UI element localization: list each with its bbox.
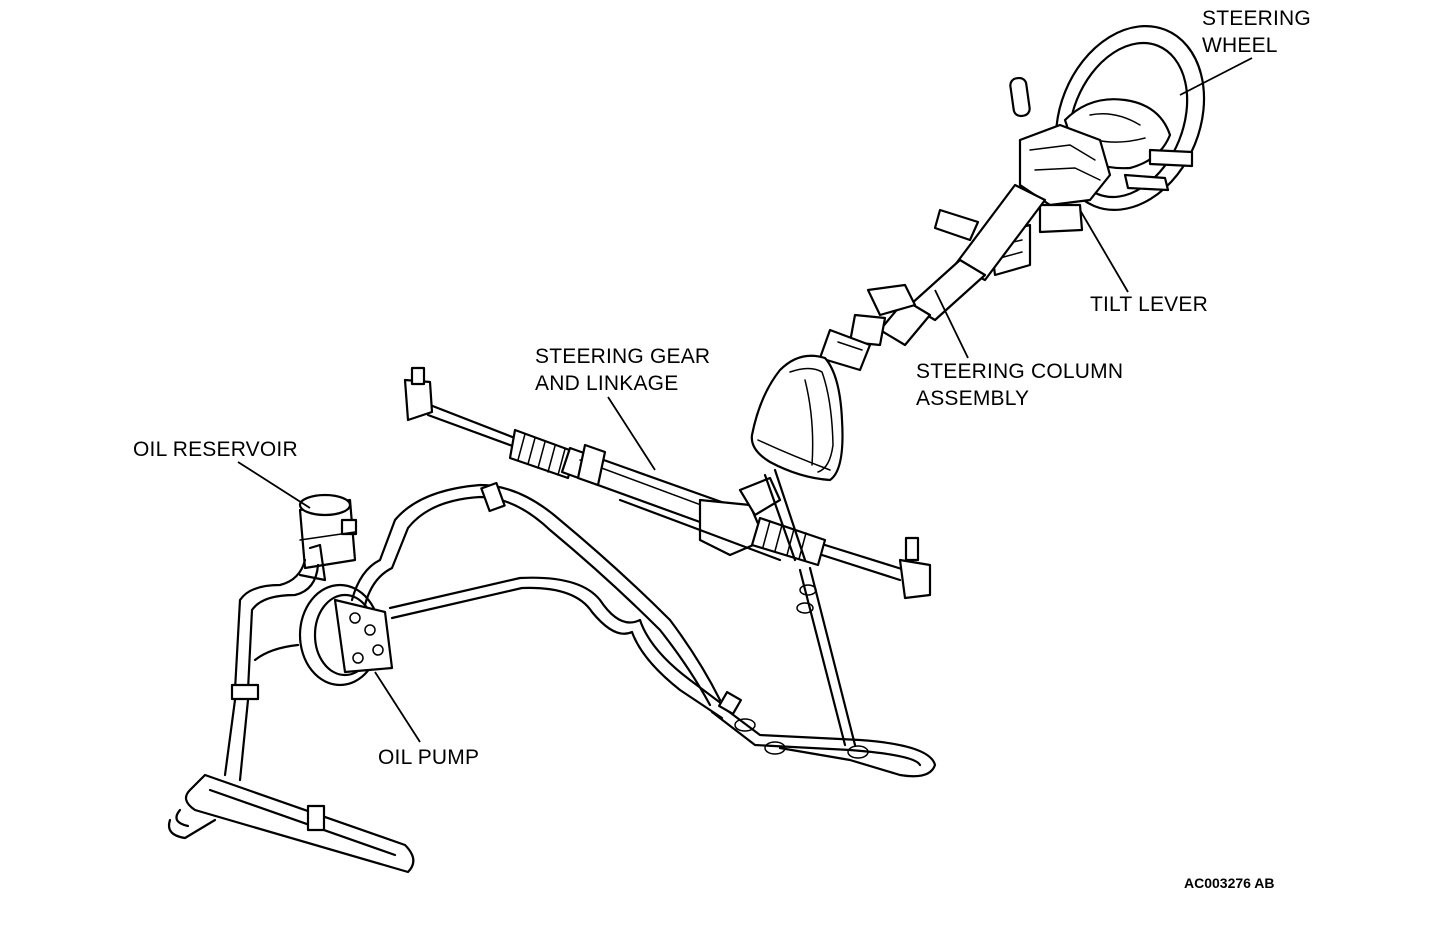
leader-tilt-lever xyxy=(1079,209,1129,293)
leader-steering-gear xyxy=(607,396,656,471)
label-steering-column-line2: ASSEMBLY xyxy=(916,387,1030,410)
oil-reservoir xyxy=(298,493,358,570)
label-tilt-lever: TILT LEVER xyxy=(1090,293,1208,316)
label-steering-column: STEERING COLUMN ASSEMBLY xyxy=(916,358,1123,412)
steering-column xyxy=(818,183,1047,372)
label-steering-gear-line2: AND LINKAGE xyxy=(535,372,679,395)
leader-steering-column xyxy=(934,289,969,359)
label-steering-gear: STEERING GEAR AND LINKAGE xyxy=(535,343,710,397)
leader-oil-reservoir xyxy=(237,461,311,509)
reference-code: AC003276 AB xyxy=(1184,875,1275,891)
label-oil-pump: OIL PUMP xyxy=(378,746,480,769)
leader-steering-wheel xyxy=(1179,57,1253,96)
steering-rack xyxy=(403,366,932,747)
label-steering-column-line1: STEERING COLUMN xyxy=(916,360,1124,383)
oil-pump xyxy=(298,583,394,687)
label-steering-wheel-line1: STEERING xyxy=(1202,7,1311,30)
hydraulic-hoses xyxy=(167,481,937,874)
label-steering-wheel: STEERING WHEEL xyxy=(1202,5,1311,59)
label-steering-gear-line1: STEERING GEAR xyxy=(535,345,711,368)
label-steering-wheel-line2: WHEEL xyxy=(1202,34,1278,57)
leader-oil-pump xyxy=(374,671,421,743)
label-oil-reservoir: OIL RESERVOIR xyxy=(133,438,298,461)
column-boot xyxy=(750,354,844,482)
